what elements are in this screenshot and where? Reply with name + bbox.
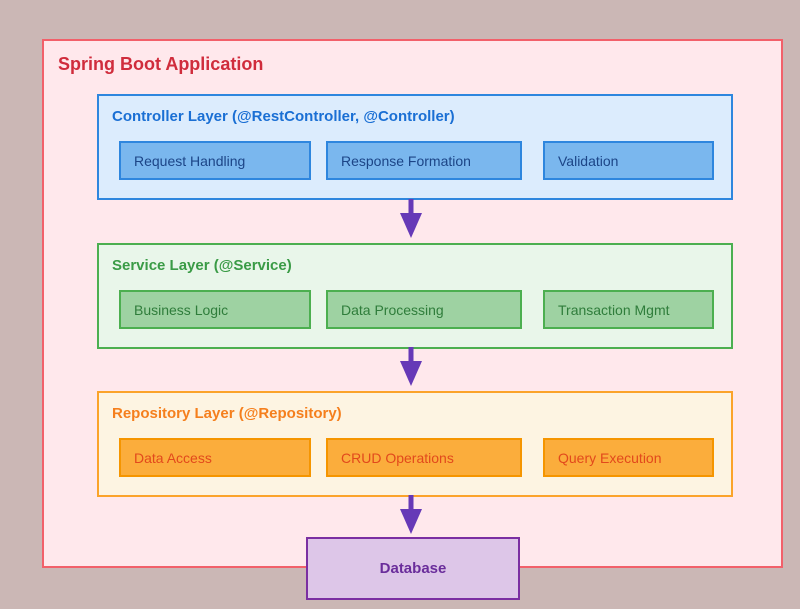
service-item-transaction-mgmt: Transaction Mgmt xyxy=(543,290,714,329)
down-arrow-icon xyxy=(400,495,422,534)
service-layer-box: Service Layer (@Service) Business Logic … xyxy=(97,243,733,349)
service-item-data-processing: Data Processing xyxy=(326,290,522,329)
service-layer-title: Service Layer (@Service) xyxy=(112,257,292,274)
controller-item-request-handling: Request Handling xyxy=(119,141,311,180)
controller-item-response-formation: Response Formation xyxy=(326,141,522,180)
down-arrow-icon xyxy=(400,347,422,386)
controller-layer-title: Controller Layer (@RestController, @Cont… xyxy=(112,108,455,125)
repository-item-crud-operations: CRUD Operations xyxy=(326,438,522,477)
spring-boot-application-box: Spring Boot Application Controller Layer… xyxy=(42,39,783,568)
database-box: Database xyxy=(306,537,520,600)
controller-layer-box: Controller Layer (@RestController, @Cont… xyxy=(97,94,733,200)
repository-layer-box: Repository Layer (@Repository) Data Acce… xyxy=(97,391,733,497)
repository-item-query-execution: Query Execution xyxy=(543,438,714,477)
repository-item-data-access: Data Access xyxy=(119,438,311,477)
database-label: Database xyxy=(379,560,447,577)
service-item-business-logic: Business Logic xyxy=(119,290,311,329)
controller-item-validation: Validation xyxy=(543,141,714,180)
repository-layer-title: Repository Layer (@Repository) xyxy=(112,405,342,422)
down-arrow-icon xyxy=(400,199,422,238)
app-title: Spring Boot Application xyxy=(58,54,264,74)
